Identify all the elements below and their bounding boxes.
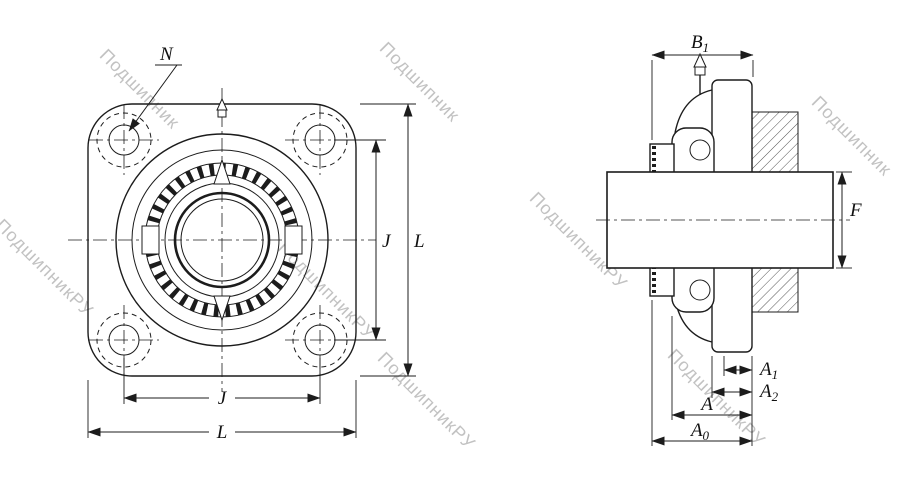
label-a2: A2 — [758, 381, 779, 404]
front-view: N J L J — [68, 44, 425, 443]
dim-b1: B1 — [651, 32, 754, 140]
dim-a2: A2 — [711, 381, 779, 404]
dim-l-side: L — [360, 103, 425, 377]
grease-fitting-side — [693, 52, 707, 95]
label-j-side: J — [382, 231, 392, 252]
label-j-bottom: J — [218, 388, 228, 409]
housing-outer-circle — [115, 133, 329, 347]
grease-fitting-front — [216, 97, 228, 118]
label-n: N — [159, 44, 174, 65]
wall-hatch-bottom — [751, 267, 799, 313]
bolt-hole-top-left — [89, 105, 159, 175]
bore-circle — [173, 191, 271, 289]
dim-a0: A0 — [651, 420, 753, 446]
dim-a: A — [671, 394, 753, 420]
label-a0: A0 — [689, 420, 710, 443]
label-a: A — [699, 394, 713, 415]
dim-a1: A1 — [723, 359, 778, 382]
bearing-ball-bottom — [689, 279, 711, 301]
lockwasher-tab-top — [213, 158, 231, 185]
lockwasher-tab-right — [284, 225, 303, 255]
grease-nipple-icon — [216, 97, 228, 111]
lockwasher-tab-bottom — [213, 295, 231, 322]
lockwasher-tab-left — [141, 225, 160, 255]
housing-dome-top — [674, 89, 713, 134]
label-l-bottom: L — [216, 422, 228, 443]
dim-l-bottom: L — [87, 380, 357, 443]
wall-hatch-top — [751, 111, 799, 173]
dim-j-bottom: J — [123, 358, 321, 409]
label-b1: B1 — [691, 32, 709, 55]
bearing-assembly — [115, 133, 329, 347]
side-view: B1 F A1 A2 — [596, 32, 862, 446]
dim-j-side: J — [334, 139, 392, 341]
label-f: F — [849, 200, 862, 221]
grease-nipple-icon — [693, 52, 707, 68]
dim-f: F — [836, 171, 862, 269]
bearing-ball-top — [689, 139, 711, 161]
label-a1: A1 — [758, 359, 778, 382]
label-l-side: L — [413, 231, 425, 252]
dim-n: N — [128, 44, 182, 132]
housing-seat-circle — [131, 149, 313, 331]
